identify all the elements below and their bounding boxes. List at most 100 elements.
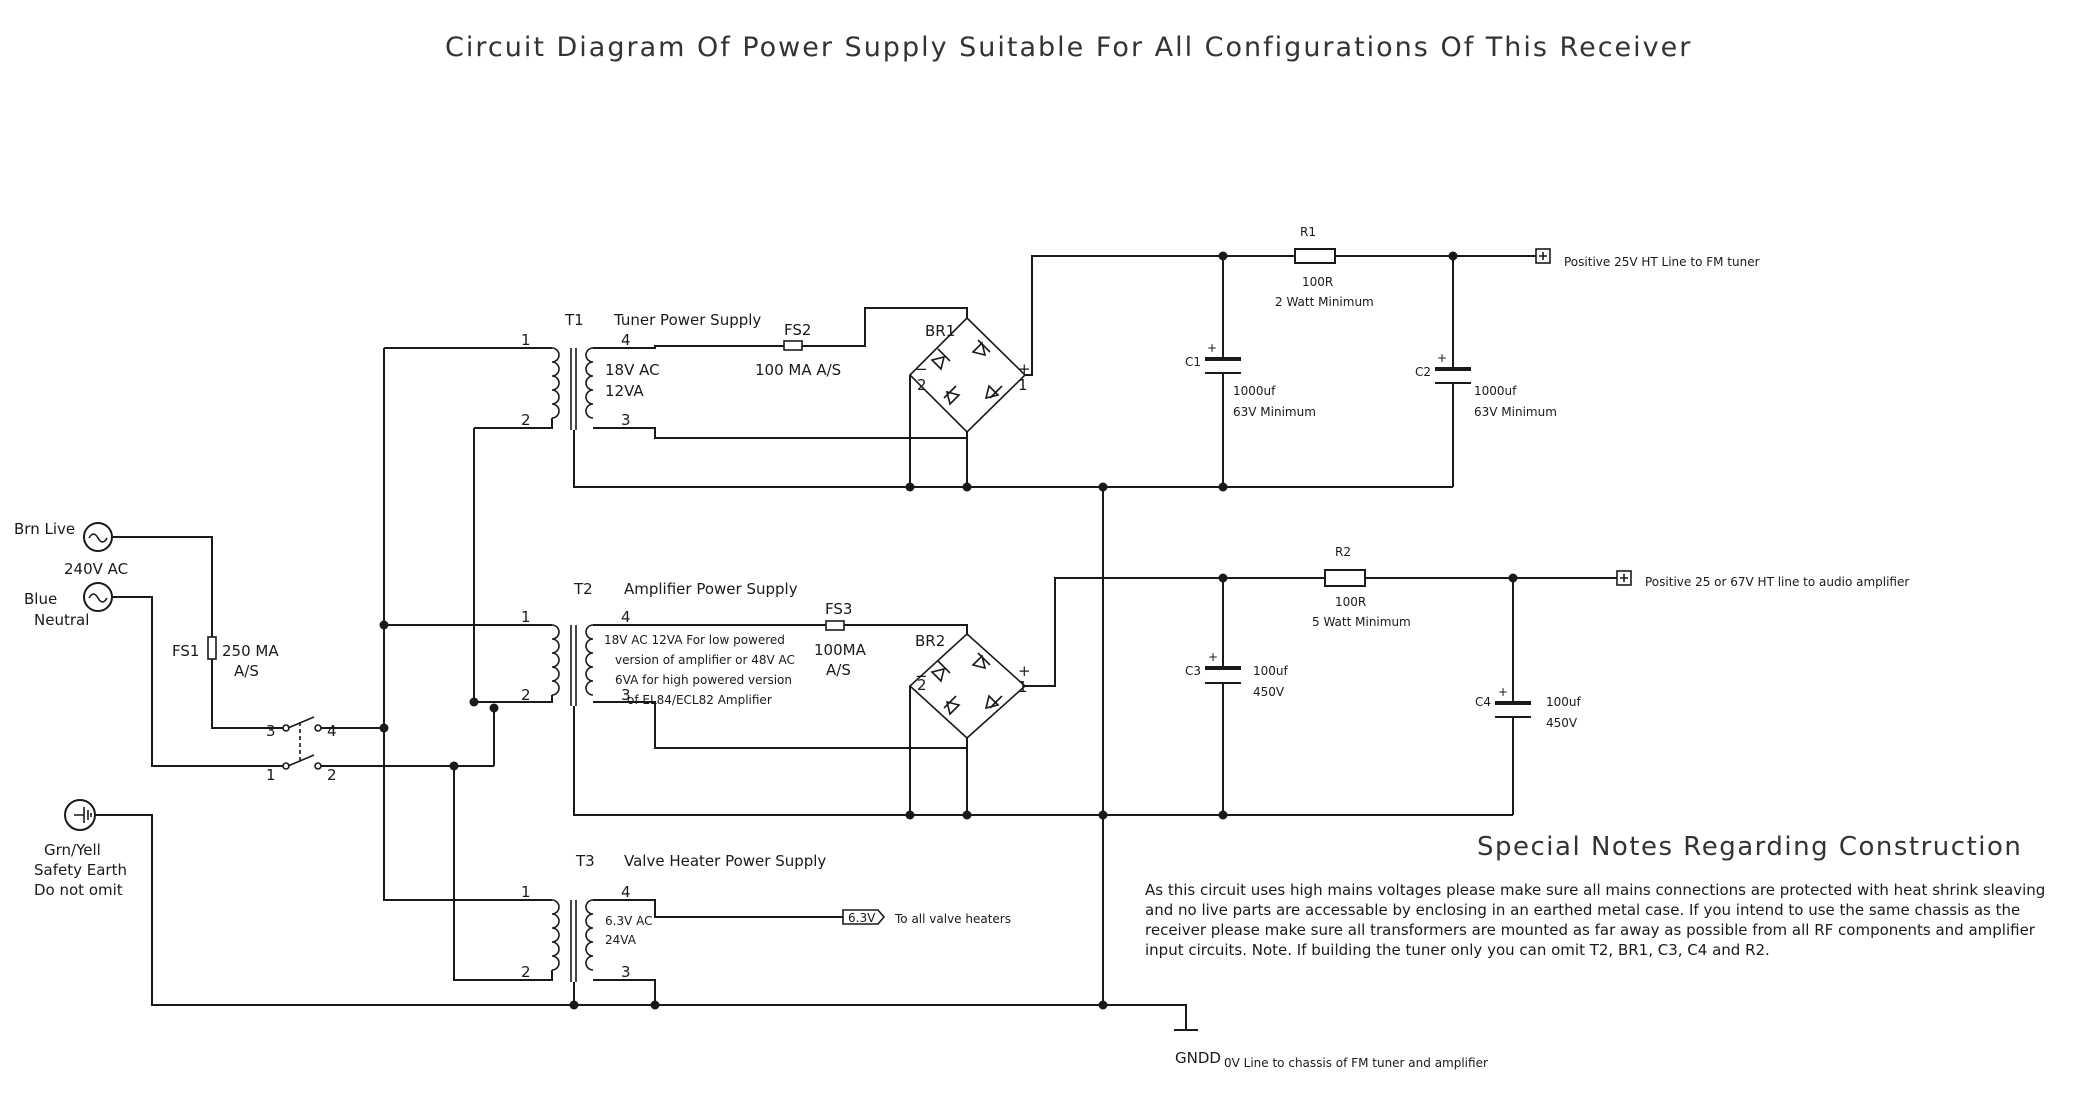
amp-output-label: Positive 25 or 67V HT line to audio ampl… [1645, 575, 1909, 589]
br1-pin-out: 1 [1018, 376, 1028, 394]
c2-rating: 63V Minimum [1474, 405, 1557, 419]
tuner-supply: FS2 100 MA A/S BR1 − 2 + 1 R1 100R 2 Wat… [573, 225, 1760, 492]
neutral-label-2: Neutral [34, 611, 89, 629]
heater-output-tag-text: 6.3V [848, 911, 876, 925]
c2-value: 1000uf [1474, 384, 1517, 398]
neutral-label: Blue [24, 590, 57, 608]
construction-notes: Special Notes Regarding Construction As … [1145, 832, 2045, 959]
switch-pin-4: 4 [327, 722, 337, 740]
notes-title: Special Notes Regarding Construction [1477, 832, 2022, 862]
c1-rating: 63V Minimum [1233, 405, 1316, 419]
earth-label-1: Grn/Yell [44, 841, 101, 859]
tuner-output-label: Positive 25V HT Line to FM tuner [1564, 255, 1760, 269]
r2-resistor [1324, 569, 1366, 587]
c3-ref: C3 [1185, 664, 1201, 678]
earth-label-2: Safety Earth [34, 861, 127, 879]
t2-pin-1: 1 [521, 608, 531, 626]
notes-line-2: and no live parts are accessable by encl… [1145, 901, 2020, 919]
t3-pin-3: 3 [621, 963, 631, 981]
earth-label-3: Do not omit [34, 881, 123, 899]
fs2-ref: FS2 [784, 321, 811, 339]
c4-ref: C4 [1475, 695, 1491, 709]
br2-pin-in: 2 [917, 676, 927, 694]
c4-plus: + [1498, 685, 1508, 699]
t2-secondary-coil [585, 624, 594, 696]
heater-supply: 6.3V To all valve heaters GNDD 0V Line t… [569, 487, 1488, 1070]
t2-desc-1: 18V AC 12VA For low powered [604, 633, 785, 647]
tuner-output-terminal [1535, 248, 1551, 264]
c3-value: 100uf [1253, 664, 1289, 678]
t3-pin-2: 2 [521, 963, 531, 981]
br2-ref: BR2 [915, 632, 945, 650]
br2-plus: + [1018, 662, 1031, 680]
r1-value: 100R [1302, 275, 1333, 289]
live-label: Brn Live [14, 520, 75, 538]
c2-plus: + [1437, 351, 1447, 365]
t3-rating-2: 24VA [605, 933, 637, 947]
t3-pin-4: 4 [621, 883, 631, 901]
c2-ref: C2 [1415, 365, 1431, 379]
amp-output-terminal [1616, 570, 1632, 586]
t2-desc-4: of EL84/ECL82 Amplifier [627, 693, 772, 707]
mains-switch: 3 4 1 2 [266, 716, 337, 784]
t2-name: Amplifier Power Supply [624, 580, 798, 598]
t1-rating-1: 18V AC [605, 361, 660, 379]
ac-source-icon [88, 593, 108, 603]
fs1-value: 250 MA [222, 642, 279, 660]
notes-line-3: receiver please make sure all transforme… [1145, 921, 2036, 939]
fs3-value-1: 100MA [814, 641, 867, 659]
fs2-fuse [783, 340, 803, 351]
br2-pin-out: 1 [1018, 678, 1028, 696]
earth-symbol-icon [74, 807, 92, 823]
br1-plus: + [1018, 360, 1031, 378]
t3-name: Valve Heater Power Supply [624, 852, 826, 870]
c3-plus: + [1208, 650, 1218, 664]
heater-output-tag [842, 909, 886, 925]
c4-value: 100uf [1546, 695, 1582, 709]
fs1-ref: FS1 [172, 642, 199, 660]
heater-output-label: To all valve heaters [894, 912, 1011, 926]
r2-rating: 5 Watt Minimum [1312, 615, 1411, 629]
fs1-type: A/S [234, 662, 259, 680]
transformer-t1: 1 2 4 3 T1 Tuner Power Supply 18V AC 12V… [521, 311, 761, 430]
t3-primary-coil [551, 899, 560, 971]
t3-rating-1: 6.3V AC [605, 914, 652, 928]
amplifier-supply: FS3 100MA A/S BR2 − 2 + 1 R2 100R 5 Watt… [573, 545, 1909, 820]
notes-line-4: input circuits. Note. If building the tu… [1145, 941, 1770, 959]
fs3-value-2: A/S [826, 661, 851, 679]
t1-primary-coil [551, 347, 560, 419]
c4-rating: 450V [1546, 716, 1578, 730]
diagram-title: Circuit Diagram Of Power Supply Suitable… [445, 32, 1692, 63]
t3-pin-1: 1 [521, 883, 531, 901]
t2-primary-coil [551, 624, 560, 696]
r1-resistor [1294, 248, 1336, 264]
switch-pin-3: 3 [266, 722, 276, 740]
fs1-fuse [207, 636, 217, 660]
t3-secondary-coil [585, 899, 594, 971]
transformer-t2: 1 2 4 3 T2 Amplifier Power Supply 18V AC… [521, 580, 798, 707]
br1-pin-in: 2 [917, 376, 927, 394]
r1-ref: R1 [1300, 225, 1316, 239]
ac-source-icon [88, 533, 108, 543]
br2-minus: − [915, 667, 928, 685]
r2-ref: R2 [1335, 545, 1351, 559]
t1-pin-2: 2 [521, 411, 531, 429]
r1-rating: 2 Watt Minimum [1275, 295, 1374, 309]
t1-ref: T1 [564, 311, 584, 329]
mains-input: Brn Live 240V AC Blue Neutral Grn/Yell S… [14, 520, 337, 899]
br1-ref: BR1 [925, 322, 955, 340]
t1-rating-2: 12VA [605, 382, 644, 400]
ground-label: 0V Line to chassis of FM tuner and ampli… [1224, 1056, 1488, 1070]
t2-pin-2: 2 [521, 686, 531, 704]
t2-pin-3: 3 [621, 686, 631, 704]
t2-pin-4: 4 [621, 608, 631, 626]
t2-ref: T2 [573, 580, 593, 598]
c3-rating: 450V [1253, 685, 1285, 699]
c1-value: 1000uf [1233, 384, 1276, 398]
c1-plus: + [1207, 341, 1217, 355]
transformer-t3: 1 2 4 3 T3 Valve Heater Power Supply 6.3… [521, 852, 826, 982]
fs3-fuse [825, 620, 845, 631]
fs3-ref: FS3 [825, 600, 852, 618]
br1-minus: − [915, 360, 928, 378]
